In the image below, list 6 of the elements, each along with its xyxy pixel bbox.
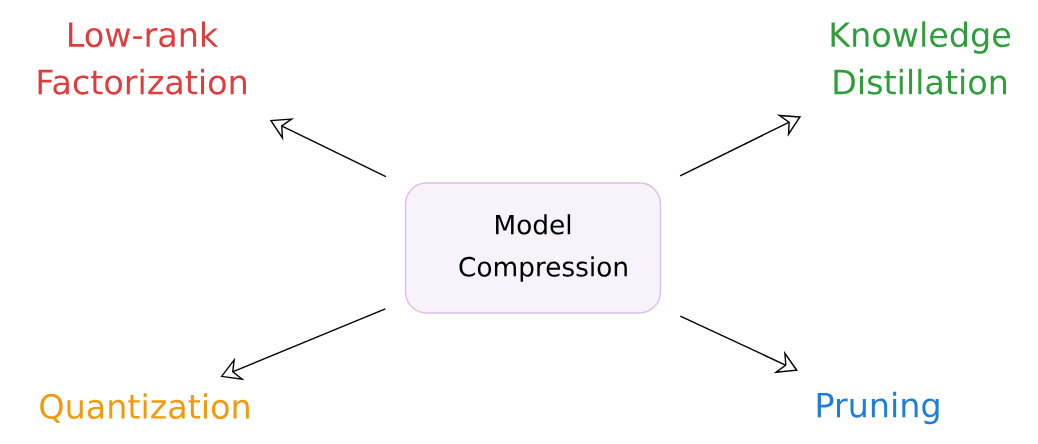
category-label: Knowledge Distillation — [831, 21, 1010, 95]
category-label: Low-rank Factorization — [38, 21, 246, 95]
category-label: Quantization — [40, 393, 249, 423]
arrow — [220, 308, 387, 381]
process-box: Model Compression — [404, 182, 662, 314]
category-label: Pruning — [817, 391, 939, 425]
